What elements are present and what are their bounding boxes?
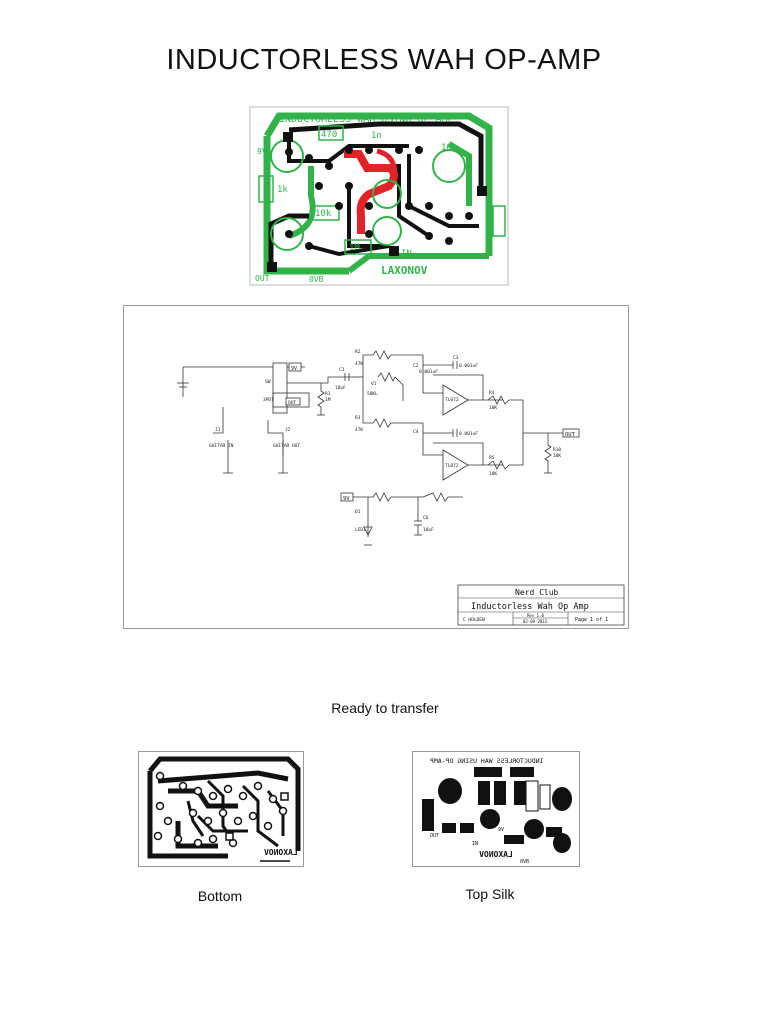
sch-label-guitar-in: GUITAR IN — [209, 443, 234, 449]
sch-label-c1: C1 — [339, 367, 345, 373]
sch-label-guitar-out: GUITAR OUT — [273, 443, 300, 449]
page-title: INDUCTORLESS WAH OP-AMP — [166, 44, 602, 76]
pcb-top-label: 9V — [257, 147, 267, 156]
sch-label-led: LED1 — [355, 527, 366, 533]
caption-ready-to-transfer: Ready to transfer — [331, 700, 439, 716]
sch-label-c2-value: 0.001uF — [419, 369, 438, 375]
pcb-top-layout: INDUCTORLESS WAH USING OP-AMP LAXONOV 47… — [249, 106, 509, 286]
pcb-top-label: 10k — [315, 209, 332, 219]
pcb-silk-label: 9V — [498, 827, 504, 833]
pcb-top-label: 1M — [349, 243, 360, 253]
pcb-silk-label: IN — [472, 841, 478, 847]
sch-out-flag: OUT — [565, 432, 576, 438]
title-block-date: 02-09-2013 — [523, 619, 548, 624]
sch-label-r10: R10 — [553, 447, 561, 453]
title-block-page: Page 1 of 1 — [575, 617, 608, 623]
pcb-silk-brand: LAXONOV — [479, 850, 513, 859]
pcb-bottom-brand: LAXONOV — [264, 848, 298, 857]
sch-label-tl072-a: TL072 — [445, 397, 459, 403]
title-block-title: Inductorless Wah Op Amp — [471, 602, 589, 612]
sch-label-sw: SW — [265, 379, 271, 385]
sch-label-c6-value: 10uF — [423, 527, 434, 533]
caption-top-silk: Top Silk — [465, 886, 515, 902]
sch-label-vr-value: 50KL — [367, 391, 378, 397]
sch-out-flag-2: OUT — [288, 400, 296, 406]
title-block-revision: Rev 1.0 — [527, 613, 544, 618]
pcb-top-header: INDUCTORLESS WAH USING OP-AMP — [279, 114, 454, 125]
pcb-top-label: 10u — [441, 143, 457, 153]
pcb-top-label: OUT — [255, 274, 270, 283]
pcb-top-label: 1k — [277, 185, 288, 195]
pcb-silk-header: INDUCTORLESS WAH USING OP-AMP — [430, 757, 544, 765]
sch-label-c3-value: 0.001uF — [459, 363, 478, 369]
sch-label-r1: R1 — [325, 391, 331, 397]
pcb-top-label: 1n — [371, 131, 382, 141]
schematic-title-block: Nerd Club Inductorless Wah Op Amp C HOLD… — [457, 584, 625, 626]
sch-label-c3: C3 — [453, 355, 459, 361]
title-block-author: C HOLDEN — [463, 617, 485, 623]
sch-label-r5: R5 — [489, 455, 495, 461]
caption-bottom: Bottom — [197, 888, 243, 904]
sch-label-j1: J1 — [215, 427, 221, 433]
pcb-top-label: IN — [401, 249, 412, 259]
sch-9v-flag: 9V — [343, 496, 350, 502]
sch-label-r10-value: 10K — [553, 453, 561, 459]
pcb-bottom-layout: LAXONOV — [138, 751, 304, 867]
sch-label-vr: V1 — [371, 381, 377, 387]
sch-label-r2-value: 47K — [355, 361, 363, 367]
sch-label-c4: C4 — [413, 429, 419, 435]
sch-label-r3-value: 47K — [355, 427, 363, 433]
pcb-top-brand: LAXONOV — [381, 264, 428, 277]
sch-label-c2: C2 — [413, 363, 419, 369]
sch-label-r5-value: 10K — [489, 471, 497, 477]
pcb-top-silk-layout: INDUCTORLESS WAH USING OP-AMP LAXONOV OU… — [412, 751, 580, 867]
sch-label-tl072-b: TL072 — [445, 463, 459, 469]
sch-label-c6: C6 — [423, 515, 429, 521]
sch-9v-flag-2: 9V — [291, 366, 297, 372]
pcb-silk-label: 0VB — [520, 859, 529, 865]
sch-label-j2: J2 — [285, 427, 291, 433]
sch-label-r4: R4 — [489, 390, 495, 396]
pcb-silk-label: OUT — [430, 833, 439, 839]
pcb-top-label: 470 — [321, 130, 337, 140]
sch-label-3pdt: 3PDT — [263, 397, 274, 403]
pcb-top-label: 0VB — [309, 275, 324, 284]
sch-label-c4-value: 0.001uF — [459, 431, 478, 437]
sch-label-r4-value: 10K — [489, 405, 497, 411]
schematic-diagram: OUT 9V 9V OUT J1 J2 GUITAR IN GUITAR OUT… — [123, 305, 629, 629]
title-block-company: Nerd Club — [515, 588, 559, 597]
sch-label-d1: D1 — [355, 509, 361, 515]
sch-label-r3: R3 — [355, 415, 361, 421]
sch-label-c1-value: 10uF — [335, 385, 346, 391]
sch-label-r1-value: 1M — [325, 397, 331, 403]
sch-label-r2: R2 — [355, 349, 361, 355]
